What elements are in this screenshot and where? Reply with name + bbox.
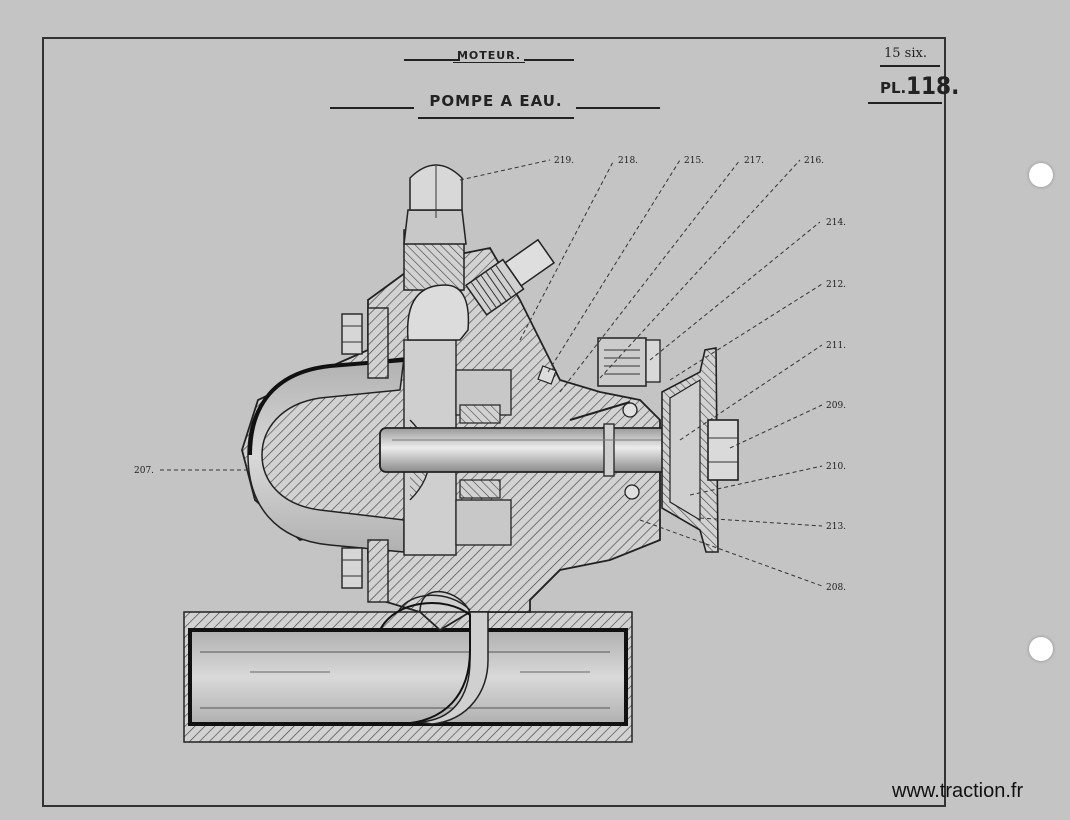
callout-217: 217.	[744, 156, 764, 166]
main-title-rule-right	[576, 107, 660, 109]
model-underline	[880, 65, 940, 67]
model-label: 15 six.	[884, 46, 927, 61]
main-title: POMPE A EAU.	[429, 92, 563, 110]
main-title-underline	[418, 117, 574, 119]
callout-214: 214.	[826, 218, 846, 228]
shaft-end-nut	[707, 419, 739, 481]
binder-hole-top	[1029, 163, 1053, 187]
callout-215: 215.	[684, 156, 704, 166]
callout-labels: 219. 218. 215. 217. 216. 214. 212. 211. …	[134, 156, 846, 593]
flange-bolt-bottom	[341, 547, 363, 589]
callout-219: 219.	[554, 156, 574, 166]
callout-218: 218.	[618, 156, 638, 166]
callout-208: 208.	[826, 583, 846, 593]
callout-216: 216.	[804, 156, 824, 166]
callout-207: 207.	[134, 466, 154, 476]
plate-number: 118.	[906, 72, 960, 100]
outlet-pipe	[183, 611, 633, 743]
angled-lubricator	[464, 238, 556, 316]
plate-prefix: PL.	[880, 79, 907, 97]
callout-209: 209.	[826, 401, 846, 411]
flange-bolt-top	[341, 313, 363, 355]
grease-cap-assembly	[403, 164, 470, 341]
section-title: MOTEUR.	[404, 49, 574, 63]
title-rule-right	[524, 59, 574, 61]
callout-212: 212.	[826, 280, 846, 290]
bearing-housing	[459, 337, 661, 500]
watermark: www.traction.fr	[892, 780, 1024, 802]
main-title-rule-left	[330, 107, 414, 109]
callout-210: 210.	[826, 462, 846, 472]
callout-213: 213.	[826, 522, 846, 532]
leader-lines	[160, 159, 823, 587]
plate-underline	[868, 102, 942, 104]
binder-hole-bottom	[1029, 637, 1053, 661]
callout-211: 211.	[826, 341, 846, 351]
pump-shaft	[379, 423, 721, 477]
fan-pulley	[661, 347, 719, 553]
drawing-frame	[42, 37, 946, 807]
title-rule-left	[404, 59, 460, 61]
